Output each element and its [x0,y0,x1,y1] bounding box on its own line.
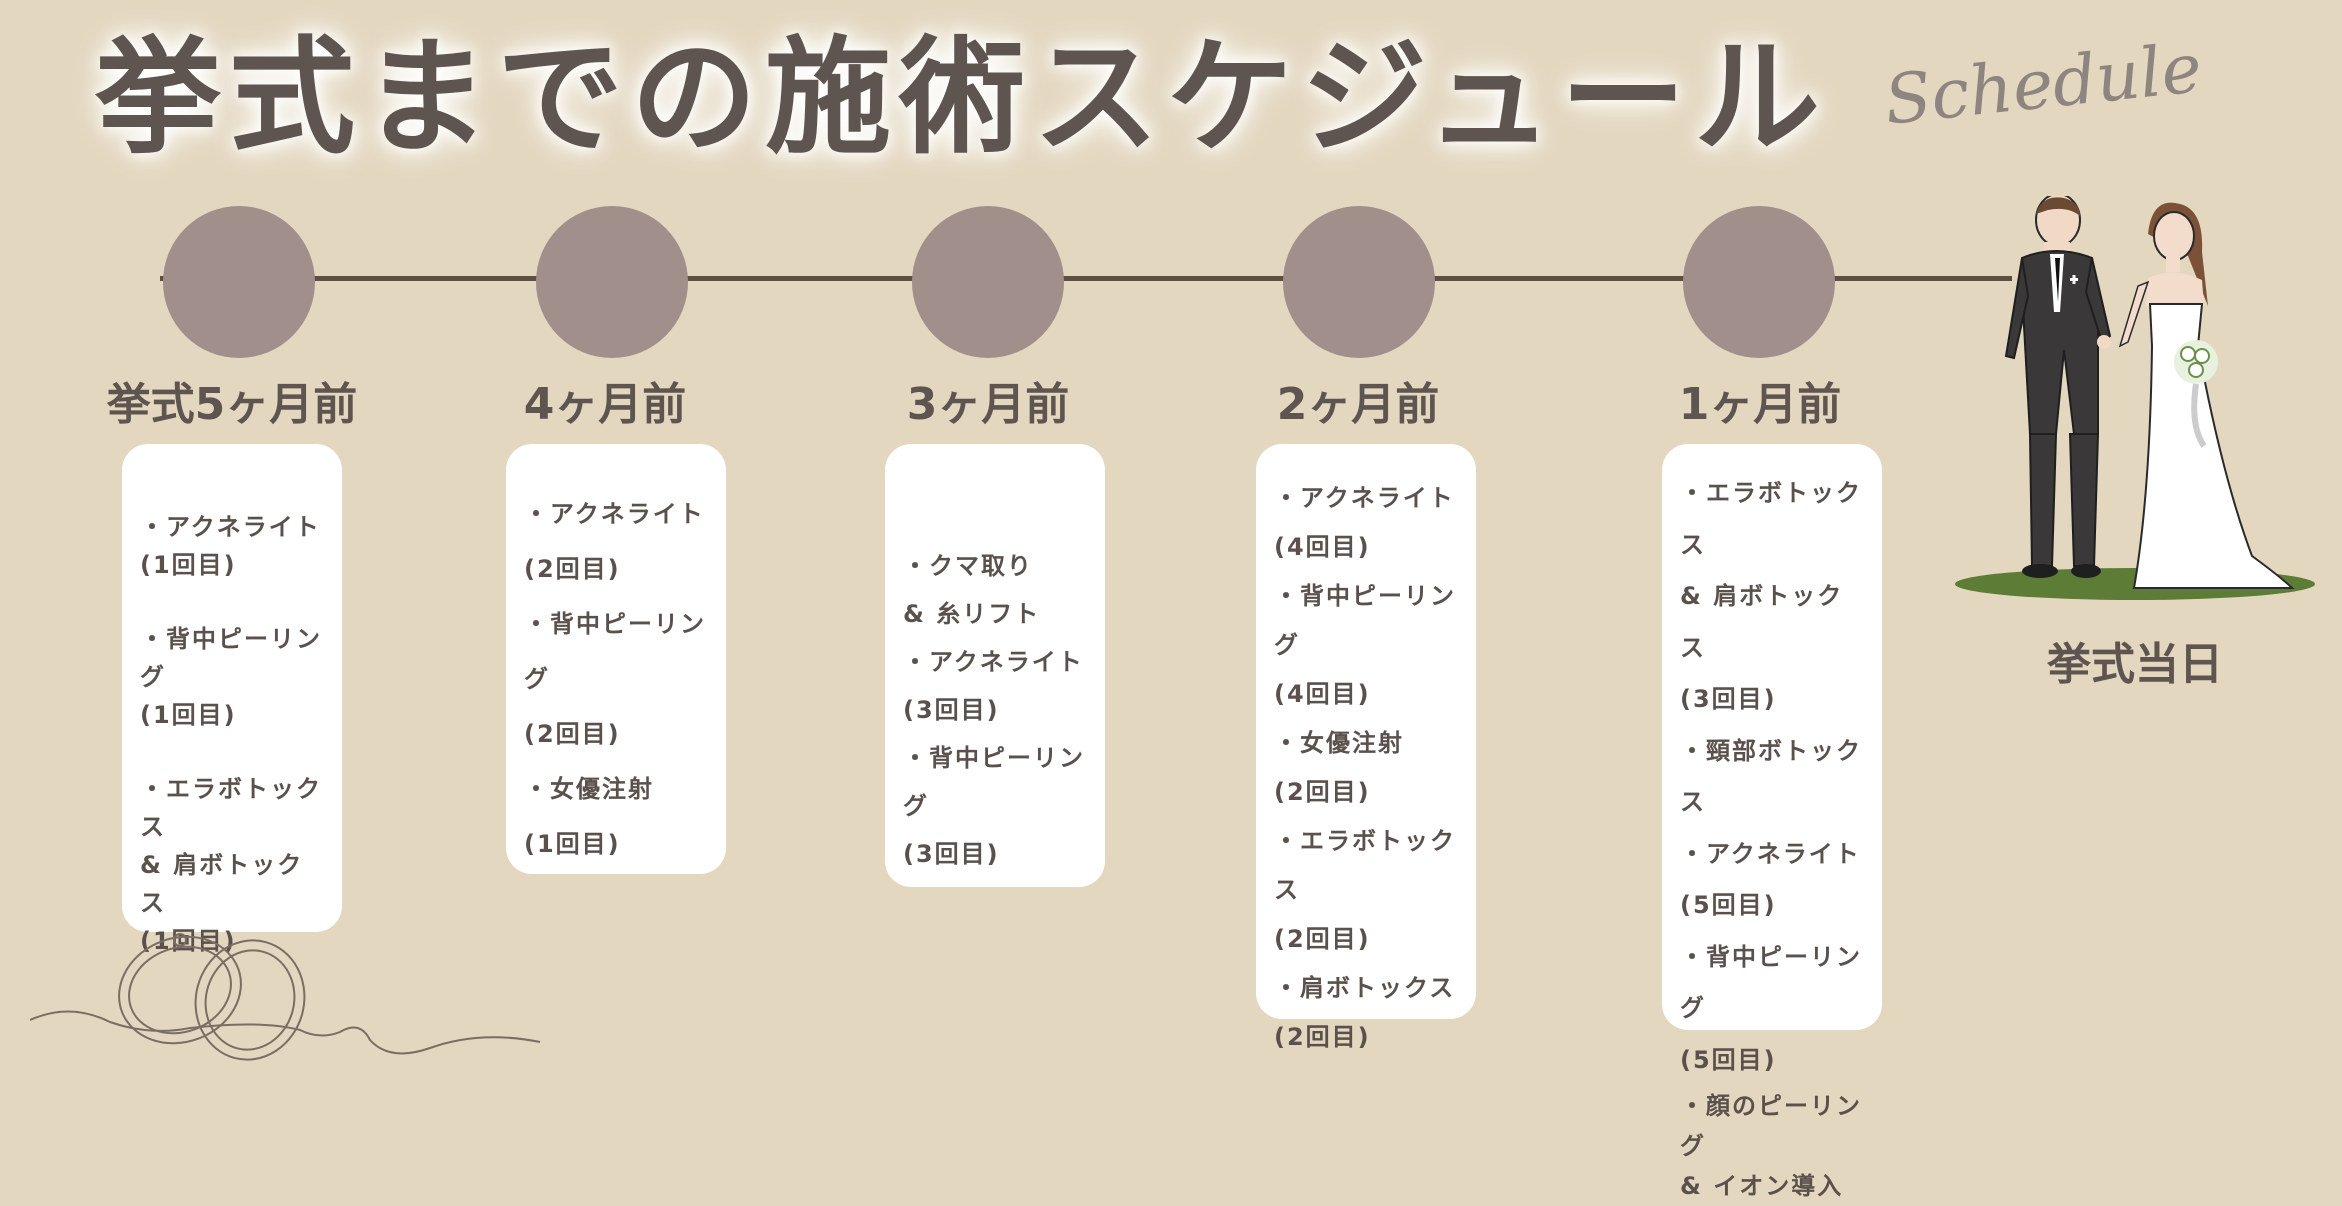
treatment-card-2-months: ・アクネライト (4回目) ・背中ピーリング (4回目) ・女優注射 (2回目)… [1256,444,1476,1051]
timeline-line [160,276,2012,281]
timeline-circle-1-month [1683,206,1835,358]
page-title: 挙式までの施術スケジュール [95,23,1829,171]
treatment-item: ・背中ピーリング [524,610,706,693]
treatment-item: ・アクネライト [903,648,1084,676]
treatment-item: ・エラボトックス & 肩ボトックス (1回目) [140,775,322,955]
treatment-item: ・クマ取り [903,552,1033,580]
treatment-item: ・背中ピーリング (1回目) [140,625,322,729]
treatment-item: (3回目) [1680,685,1777,713]
treatment-item: ・女優注射 [1274,729,1404,757]
treatment-item: (2回目) [1274,925,1371,953]
treatment-item: (2回目) [1274,778,1371,806]
treatment-item: & 肩ボトックス [1680,582,1844,662]
treatment-item: ・背中ピーリング [903,744,1085,820]
treatment-item: ・頸部ボトックス [1680,736,1862,817]
step-label-5-months: 挙式5ヶ月前 [106,379,358,430]
step-label-2-months: 2ヶ月前 [1276,379,1440,430]
treatment-item: (5回目) [1680,891,1777,919]
treatment-card-3-months: ・クマ取り & 糸リフト ・アクネライト (3回目) ・背中ピーリング (3回目… [885,444,1105,887]
wedding-day-label: 挙式当日 [2047,639,2223,690]
treatment-item: ・肩ボトックス [1274,974,1456,1002]
treatment-item: ・アクネライト (1回目) [140,513,321,579]
treatment-item: ・エラボトックス [1680,479,1862,559]
treatment-card-5-months: ・アクネライト (1回目) ・背中ピーリング (1回目) ・エラボトックス & … [122,444,342,955]
treatment-item: ・背中ピーリング [1680,942,1862,1023]
treatment-item: ・背中ピーリング [1274,582,1456,659]
treatment-item: (3回目) [903,840,1000,868]
wedding-rings-icon [30,933,541,1061]
treatment-item: ・アクネライト [1274,484,1455,512]
treatment-item: (4回目) [1274,680,1371,708]
treatment-item: (4回目) [1274,533,1371,561]
timeline-circle-5-months [163,206,315,358]
step-label-4-months: 4ヶ月前 [523,379,687,430]
treatment-item: ・エラボトックス [1274,827,1456,904]
timeline-circle-3-months [912,206,1064,358]
step-label-3-months: 3ヶ月前 [906,379,1070,430]
step-label-1-month: 1ヶ月前 [1678,379,1842,430]
treatment-card-1-month: ・エラボトックス & 肩ボトックス (3回目) ・頸部ボトックス ・アクネライト… [1662,444,1882,1200]
treatment-item: ・女優注射 [524,775,654,803]
treatment-item: (2回目) [524,720,621,748]
treatment-card-4-months: ・アクネライト (2回目) ・背中ピーリング (2回目) ・女優注射 (1回目) [506,444,726,874]
treatment-item: ・アクネライト [524,500,705,528]
schedule-script-subtitle: Schedule [1880,28,2206,141]
treatment-item: (1回目) [524,830,621,858]
treatment-item: (5回目) [1680,1045,1777,1074]
wedding-couple-icon [1955,196,2315,600]
treatment-item: (2回目) [524,555,621,583]
treatment-item: & 糸リフト [903,600,1041,628]
treatment-item: (2回目) [1274,1023,1371,1051]
treatment-item: ・アクネライト [1680,839,1861,868]
timeline-circle-2-months [1283,206,1435,358]
timeline-circle-4-months [536,206,688,358]
treatment-item: (3回目) [903,696,1000,724]
treatment-item: ・顔のピーリング & イオン導入 [1680,1092,1862,1200]
